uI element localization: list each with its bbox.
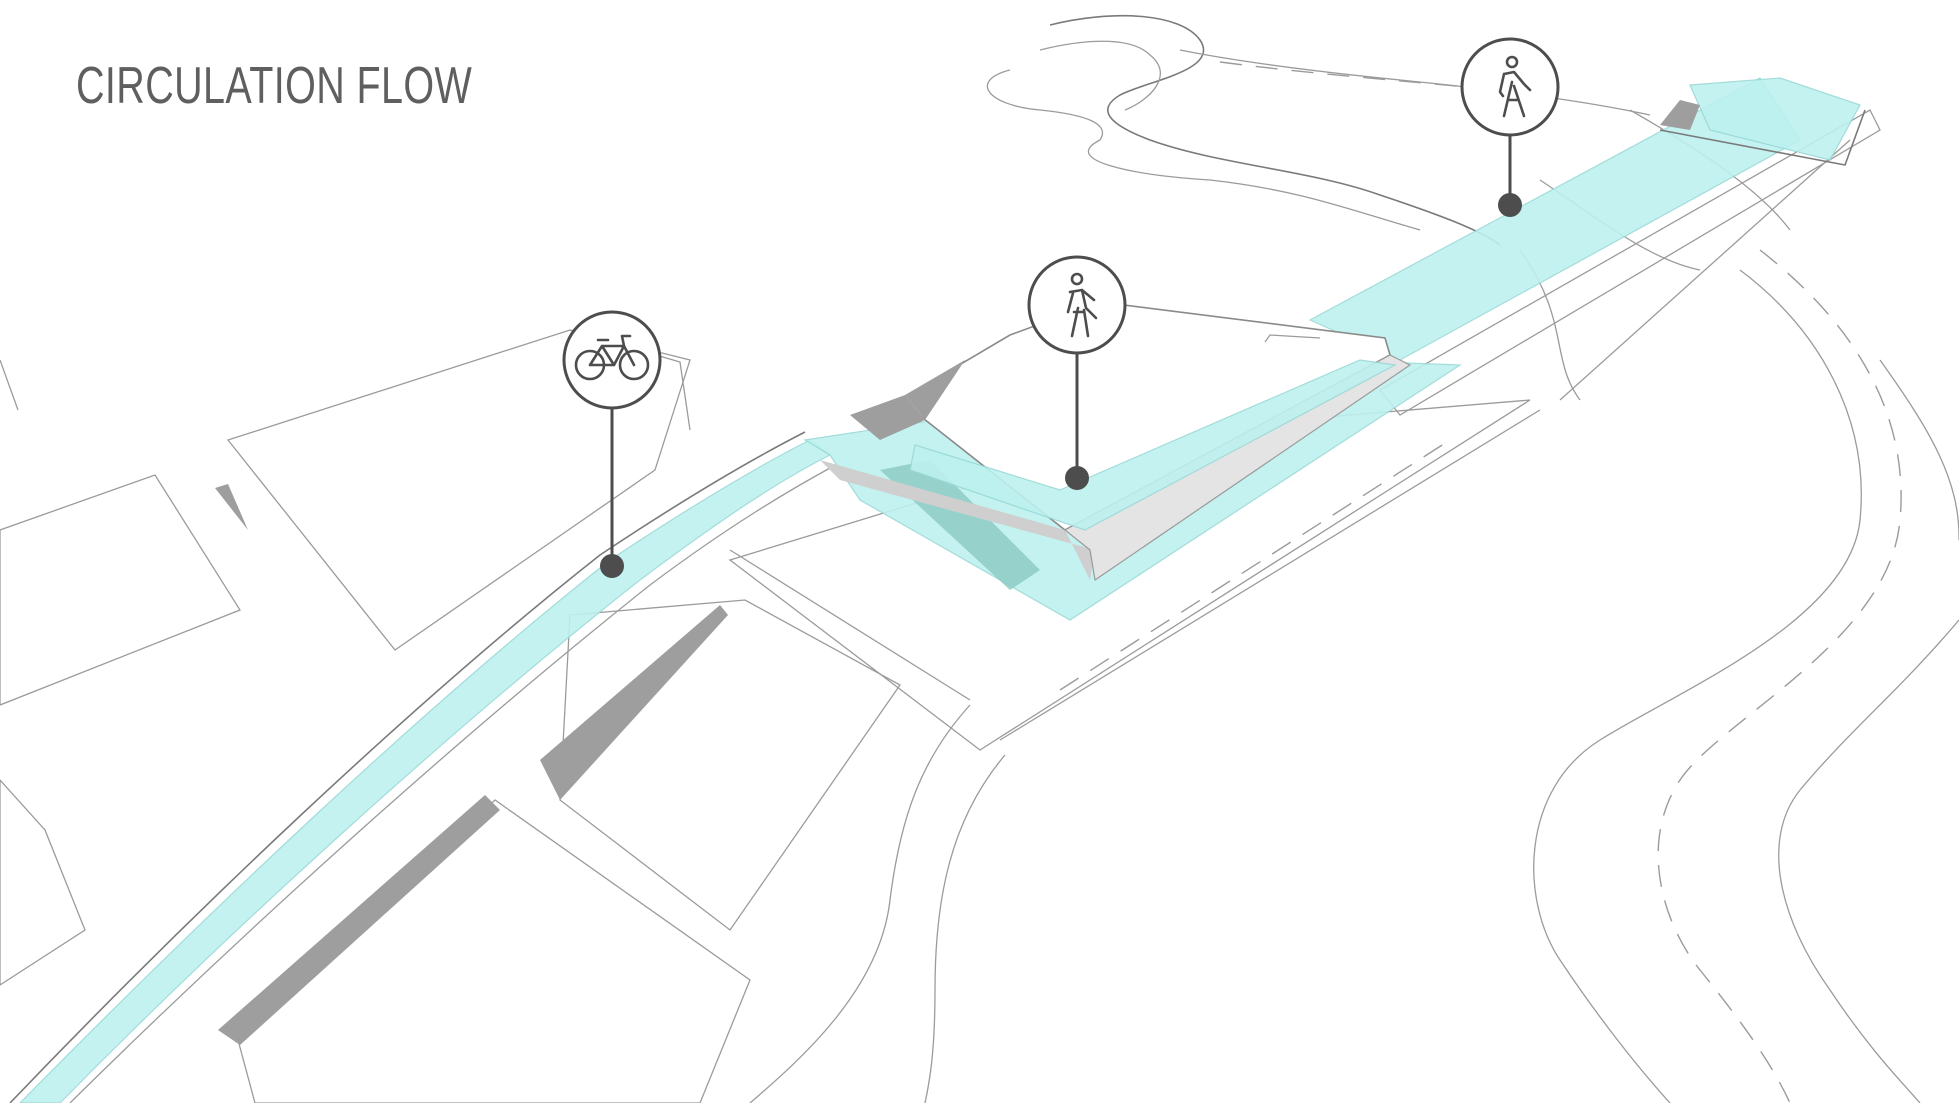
- road-edge: [999, 409, 1541, 741]
- trail-edge: [1179, 49, 1651, 116]
- pedestrian-marker-right[interactable]: [1460, 37, 1560, 217]
- bicycle-icon: [574, 334, 650, 381]
- landing-shadow: [1660, 100, 1700, 130]
- pedestrian-marker-center[interactable]: [1027, 255, 1127, 490]
- building-wall: [820, 460, 1095, 580]
- road-dash: [1059, 439, 1451, 691]
- building-outline: [226, 329, 691, 651]
- site-line: [729, 549, 971, 701]
- bike-path-edge: [9, 431, 806, 1103]
- building-shadow: [850, 395, 925, 440]
- building-shadow: [218, 795, 500, 1045]
- pedestrian-icon: [1498, 55, 1532, 118]
- site-line: [924, 754, 1006, 1103]
- trail-edge: [986, 69, 1421, 231]
- building-outline: [0, 779, 86, 986]
- bicycle-marker[interactable]: [562, 310, 662, 578]
- building-outline: [0, 474, 241, 706]
- marker-dot: [1065, 466, 1089, 490]
- page-title: CIRCULATION FLOW: [76, 57, 473, 115]
- road-edge: [1778, 619, 1959, 1103]
- road-edge: [1533, 269, 1862, 1103]
- building-shadow: [215, 484, 248, 530]
- site-line: [0, 359, 19, 411]
- marker-ring: [1027, 255, 1127, 355]
- marker-dot: [1498, 193, 1522, 217]
- trail-edge: [1049, 14, 1501, 246]
- central-building: [820, 301, 1412, 582]
- building-ramp: [909, 359, 1397, 531]
- building-outline: [559, 599, 901, 931]
- road-edge: [1559, 139, 1851, 401]
- pedestrian-icon: [1066, 272, 1098, 338]
- landing-edge: [1659, 109, 1866, 166]
- walkway-landing: [1689, 77, 1861, 161]
- road-centerline: [1657, 249, 1902, 1103]
- building-shadow: [540, 605, 728, 800]
- site-line: [749, 704, 971, 1103]
- trail-edge: [1039, 40, 1161, 111]
- building-shadow: [905, 360, 965, 420]
- circulation-paths: [9, 77, 1866, 1103]
- bike-path: [19, 439, 832, 1103]
- marker-dot: [600, 554, 624, 578]
- bike-path-rail: [69, 467, 831, 1103]
- roof-detail: [1264, 334, 1321, 343]
- road-edge: [1879, 359, 1959, 540]
